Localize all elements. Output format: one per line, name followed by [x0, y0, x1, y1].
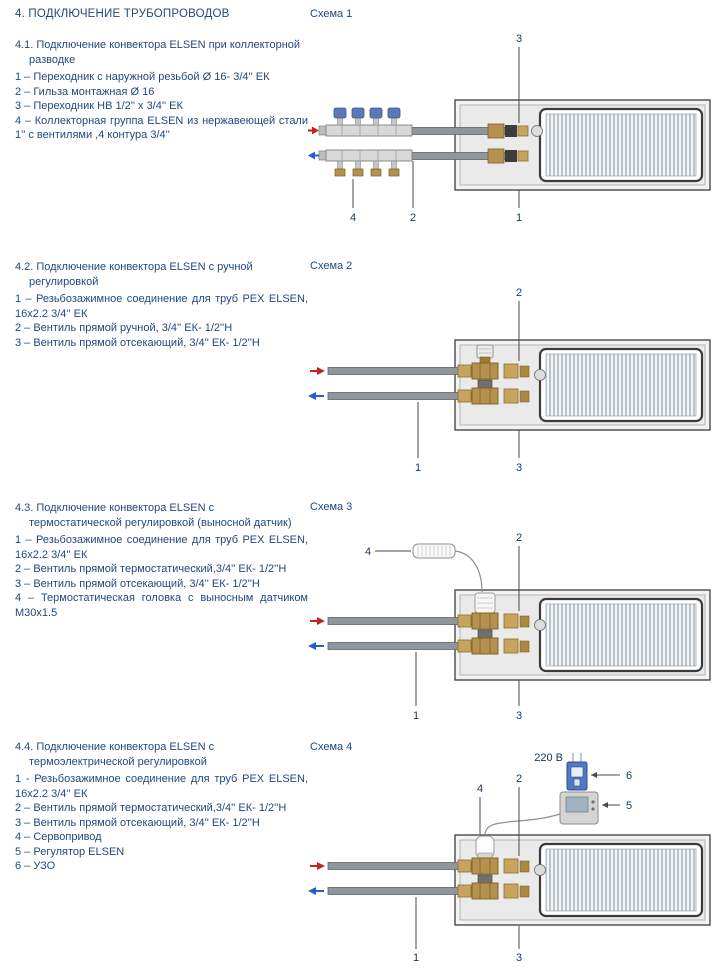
schema-3-diagram: 4 2 1 3	[308, 532, 711, 722]
schema-2-label: Схема 2	[310, 260, 353, 272]
callout-3: 3	[516, 710, 522, 722]
convector	[454, 834, 711, 926]
heat-exchanger-fins	[545, 113, 697, 177]
heat-exchanger-fins	[545, 603, 697, 667]
callout-4: 4	[477, 783, 483, 795]
supply-arrow	[310, 367, 325, 375]
convector	[454, 99, 711, 191]
remote-sensor	[412, 543, 456, 559]
pipes	[327, 367, 475, 400]
legend-item: 1 – Резьбозажимное соединение для труб P…	[15, 534, 308, 561]
legend-item: 1 – Переходник с наружной резьбой Ø 16- …	[15, 71, 270, 83]
voltage-label: 220 В	[534, 752, 563, 764]
callout-4: 4	[365, 546, 371, 558]
pipes	[327, 617, 475, 650]
servo-actuator	[471, 835, 499, 875]
callouts: 3 4 2 1	[350, 33, 522, 224]
capillary-tube	[454, 550, 483, 593]
callout-2: 2	[410, 212, 416, 224]
schema-1-label: Схема 1	[310, 8, 353, 20]
rcd-breaker	[566, 753, 588, 791]
callout-4: 4	[350, 212, 356, 224]
section-heading: 4.3. Подключение конвектора ELSEN с терм…	[15, 502, 292, 529]
callout-1: 1	[415, 462, 421, 474]
legend-item: 4 – Коллекторная группа ELSEN из нержаве…	[15, 114, 308, 142]
callouts: 6 5 4 2 1 3	[413, 770, 632, 964]
schema-1-diagram: 3 4 2 1	[308, 33, 711, 224]
legend-item: 1 - Резьбозажимное соединение для труб P…	[15, 773, 308, 800]
pipes	[327, 862, 475, 895]
heat-exchanger-fins	[545, 353, 697, 417]
legend-item: 1 – Резьбозажимное соединение для труб P…	[15, 293, 308, 320]
return-arrow	[308, 392, 324, 400]
callout-3: 3	[516, 952, 522, 964]
return-arrow	[308, 151, 319, 160]
callout-3: 3	[516, 462, 522, 474]
manifold-valves	[333, 107, 401, 126]
section-4-1: 4.1. Подключение конвектора ELSEN при ко…	[15, 38, 308, 143]
shutoff-valve	[471, 629, 499, 655]
page-title: 4. ПОДКЛЮЧЕНИЕ ТРУБОПРОВОДОВ	[15, 8, 230, 20]
section-heading: 4.2. Подключение конвектора ELSEN с ручн…	[15, 261, 253, 288]
manual-valve	[471, 344, 499, 380]
legend-item: 2 – Вентиль прямой термостатический,3/4'…	[15, 802, 287, 814]
supply-arrow	[310, 617, 325, 625]
manifold-outlets	[334, 160, 400, 177]
section-heading: 4.4. Подключение конвектора ELSEN с терм…	[15, 741, 215, 768]
heat-exchanger-fins	[545, 848, 697, 912]
schema-2-diagram: 2 1 3	[308, 287, 711, 474]
convector-fittings	[487, 123, 543, 164]
manifold-group	[318, 107, 413, 177]
section-4-2: 4.2. Подключение конвектора ELSEN с ручн…	[15, 260, 308, 350]
union-fitting	[534, 369, 546, 381]
callout-3: 3	[516, 33, 522, 45]
union-fitting	[534, 619, 546, 631]
section-heading: 4.1. Подключение конвектора ELSEN при ко…	[15, 39, 301, 66]
callout-2: 2	[516, 532, 522, 544]
legend-item: 2 – Вентиль прямой ручной, 3/4'' ЕК- 1/2…	[15, 322, 233, 334]
shutoff-valve	[471, 874, 499, 900]
servo-wire	[484, 813, 561, 836]
supply-arrow	[310, 862, 325, 870]
legend-item: 2 – Вентиль прямой термостатический,3/4'…	[15, 563, 287, 575]
callout-5: 5	[626, 800, 632, 812]
legend-item: 3 – Переходник НВ 1/2'' х 3/4'' ЕК	[15, 100, 183, 112]
callout-1: 1	[413, 710, 419, 722]
convector-fittings	[457, 613, 546, 654]
convector	[454, 339, 711, 431]
regulator	[559, 791, 599, 825]
callout-6: 6	[626, 770, 632, 782]
supply-arrow	[308, 126, 319, 135]
legend-item: 3 – Вентиль прямой отсекающий, 3/4'' ЕК-…	[15, 336, 260, 349]
convector-fittings	[457, 858, 546, 899]
legend-item: 5 – Регулятор ELSEN	[15, 845, 125, 858]
schema-4-diagram: 220 В	[308, 752, 711, 964]
return-arrow	[308, 887, 324, 895]
callout-1: 1	[413, 952, 419, 964]
legend-item: 2 – Гильза монтажная Ø 16	[15, 85, 155, 98]
schema-3-label: Схема 3	[310, 501, 353, 513]
convector-fittings	[503, 363, 546, 404]
legend-item: 3 – Вентиль прямой отсекающий, 3/4'' ЕК-…	[15, 816, 260, 829]
return-arrow	[308, 642, 324, 650]
legend-item: 4 – Термостатическая головка с выносным …	[15, 592, 308, 619]
callout-2: 2	[516, 773, 522, 785]
callouts: 4 2 1 3	[365, 532, 522, 722]
callout-2: 2	[516, 287, 522, 299]
callouts: 2 1 3	[415, 287, 522, 474]
convector	[454, 589, 711, 681]
union-fitting	[534, 864, 546, 876]
legend-item: 3 – Вентиль прямой отсекающий, 3/4'' ЕК-…	[15, 577, 260, 590]
section-4-4: 4.4. Подключение конвектора ELSEN с терм…	[15, 740, 308, 874]
section-4-3: 4.3. Подключение конвектора ELSEN с терм…	[15, 501, 308, 620]
compression-fittings	[457, 364, 472, 403]
union-fitting	[531, 125, 543, 137]
callout-1: 1	[516, 212, 522, 224]
schema-4-label: Схема 4	[310, 741, 353, 753]
legend-item: 6 – УЗО	[15, 860, 56, 872]
legend-item: 4 – Сервопривод	[15, 831, 102, 843]
shutoff-valve	[471, 379, 499, 405]
thermostatic-valve	[471, 592, 499, 630]
